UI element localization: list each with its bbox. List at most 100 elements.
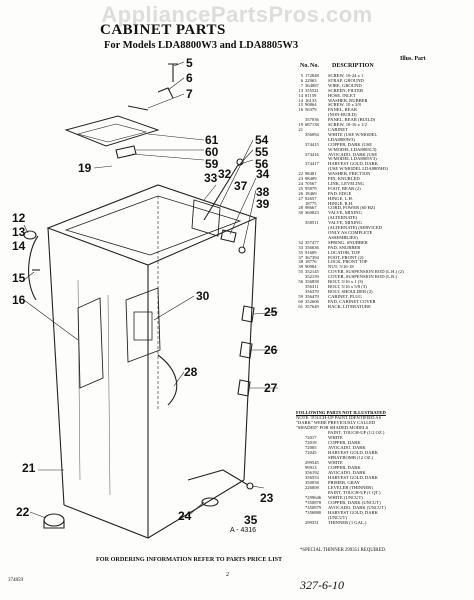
part-description: VALVE, MIXING — [328, 211, 362, 216]
literature-rack — [64, 115, 160, 147]
front-foot — [43, 513, 65, 527]
part-description: COPPER, DARK — [328, 440, 361, 445]
part-no: 355521 — [305, 88, 319, 93]
notes-row: (UNCUT) — [296, 515, 472, 520]
svg-text:56: 56 — [255, 157, 269, 171]
part-description: AVOCADO, DARK (USE — [328, 152, 378, 157]
part-no: 356311 — [305, 284, 319, 289]
part-description: LINK, LEVELING — [328, 181, 364, 186]
strap-ground-6 — [157, 87, 174, 99]
part-no: 356858 — [305, 280, 319, 285]
snubber-spring — [203, 164, 239, 221]
svg-text:13: 13 — [12, 225, 26, 239]
part-no-header: No. — [310, 63, 319, 69]
part-description: COVER, SUSPENSION ROD (L.H.) (2) — [328, 270, 404, 275]
page-title: CABINET PARTS — [100, 22, 226, 38]
svg-text:55: 55 — [255, 145, 269, 159]
part-no: 90984 — [305, 265, 317, 270]
part-description: LOCK, FRONT TOP — [328, 260, 368, 265]
parts-row: LDA8800W3) — [296, 138, 472, 143]
illus-no: 38 — [298, 260, 303, 265]
nut-39 — [238, 246, 246, 254]
cabinet-bottom-edge — [63, 479, 245, 539]
parts-row: 374416 AVOCADO, DARK (USE — [296, 153, 472, 158]
illus-no: 26 — [298, 191, 303, 196]
part-no: 364087 — [305, 83, 319, 88]
part-no: 92657 — [305, 196, 317, 201]
svg-text:39: 39 — [256, 197, 270, 211]
notes-intro: NOTE: TOUCH-UP PAINT IDENTIFIED AS"DARK"… — [296, 415, 472, 430]
notes-row: SPRAYBOMB (12 OZ.) — [296, 455, 472, 460]
no-header: No. — [300, 63, 309, 69]
parts-row: W/MODEL LDA8805C3) — [296, 148, 472, 153]
part-no: 374417 — [305, 162, 319, 167]
part-no: 72045 — [305, 450, 317, 455]
watermark: AppliancePartsPros.com — [101, 2, 373, 27]
part-no: 226008 — [305, 485, 319, 490]
front-top-lock — [220, 229, 237, 243]
part-no: 90864 — [305, 103, 317, 108]
part-no: 374416 — [305, 152, 319, 157]
part-description: WHITE (USE W/MODEL — [328, 132, 378, 137]
part-description: WASHER, FRICTION — [328, 172, 371, 177]
illus-no: 6 — [300, 78, 303, 83]
part-no: *299646 — [305, 495, 322, 500]
notes-intro-line: "SHADED" FOR SHADED MODELS — [296, 425, 369, 430]
svg-text:27: 27 — [264, 381, 278, 395]
screw-5 — [168, 63, 178, 82]
notes-row: 72018 COPPER, DARK — [296, 440, 472, 445]
exploded-parts-diagram: 5 6 7 61 60 59 54 55 56 19 33 34 32 38 3… — [12, 56, 279, 539]
part-description: PANEL, REAR — [328, 108, 357, 113]
ordering-note: FOR ORDERING INFORMATION REFER TO PARTS … — [96, 556, 283, 563]
cabinet-right-edge — [243, 217, 257, 481]
part-description: BOLT, 5/16 x 1 (3) — [328, 280, 364, 285]
part-no: 357649 — [305, 304, 319, 309]
part-description: PAD, EDGE — [328, 191, 352, 196]
illus-no: 56 — [298, 280, 303, 285]
part-no: 70567 — [305, 181, 317, 186]
svg-text:15: 15 — [12, 271, 26, 285]
svg-text:60: 60 — [205, 145, 219, 159]
part-description: PAINT, TOUCH-UP (1 QT.) — [328, 490, 381, 495]
illus-no: 27 — [298, 196, 303, 201]
illus-no: 55 — [298, 270, 303, 275]
svg-text:28: 28 — [184, 365, 198, 379]
part-no: 172848 — [305, 74, 319, 78]
handwritten-note: 327-6-10 — [300, 578, 344, 592]
illus-no: 30 — [298, 211, 303, 216]
part-description: HINGE, R.H. — [328, 201, 354, 206]
part-description: (UNCUT) — [328, 515, 347, 520]
part-no: 72005 — [305, 445, 317, 450]
callout-leaders — [23, 61, 279, 519]
part-description: SPRAYBOMB (12 OZ.) — [328, 455, 374, 460]
illus-no: 19 — [298, 123, 303, 128]
part-no: 367394 — [305, 255, 319, 260]
part-no: *350879 — [305, 505, 322, 510]
illus-no: 21 — [298, 127, 303, 132]
part-no: 72018 — [305, 440, 317, 445]
part-description: AVOCADO, DARK — [328, 470, 366, 475]
part-description: BOLT, 5/16 x 5/8 (3) — [328, 284, 367, 289]
